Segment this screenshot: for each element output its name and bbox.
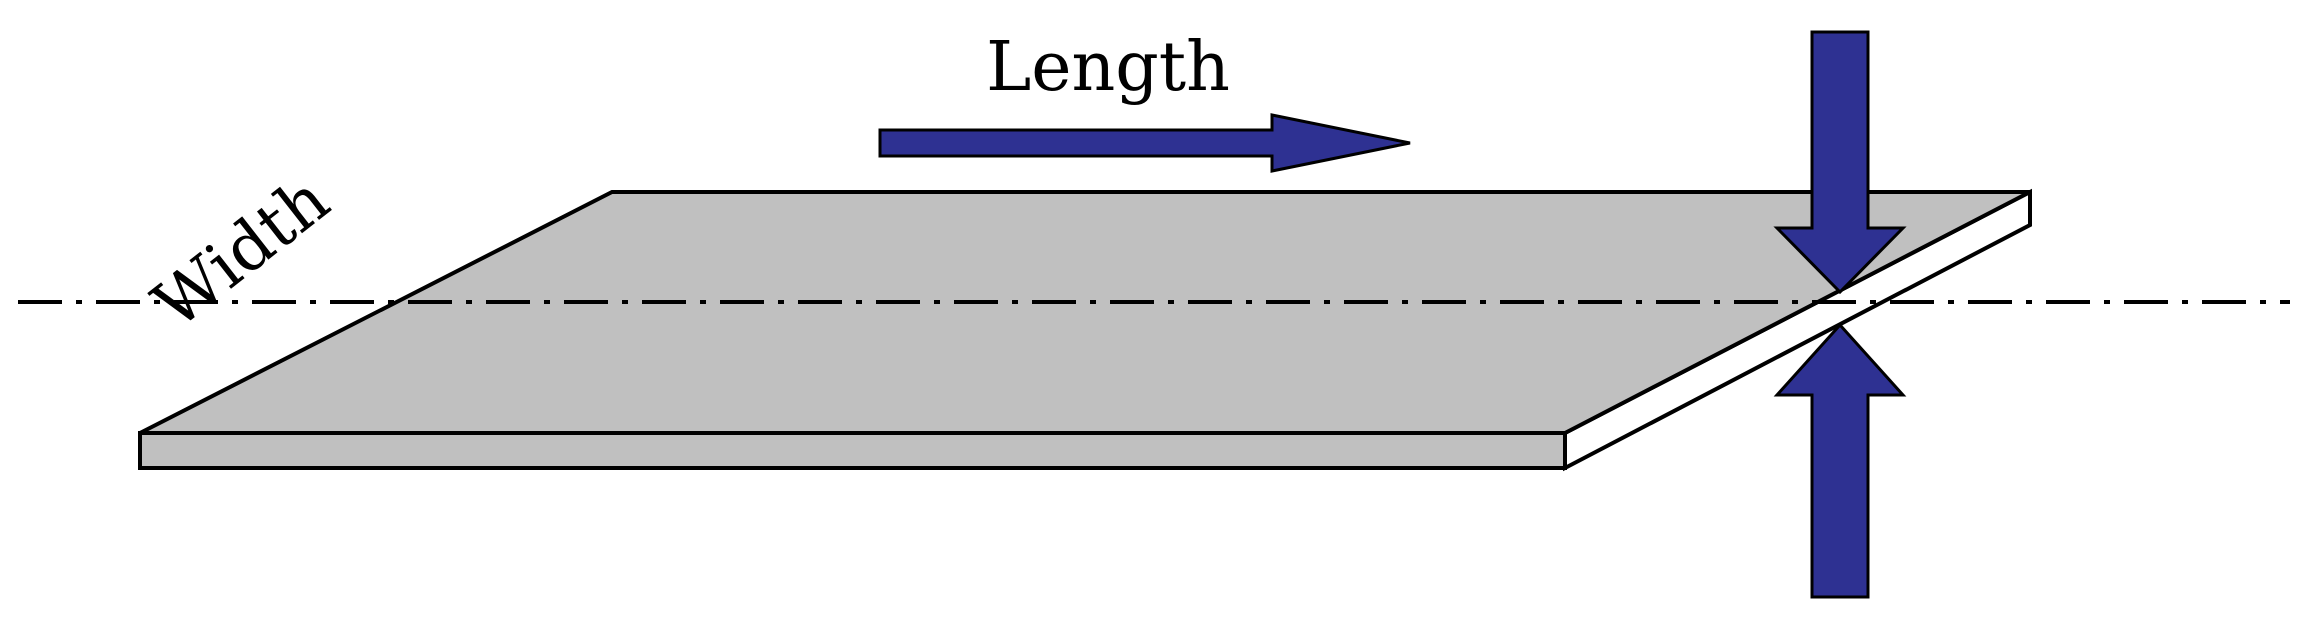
compression-arrow-up-icon xyxy=(1773,322,1907,599)
length-label: Length xyxy=(986,28,1230,107)
length-arrow-icon xyxy=(878,113,1411,173)
compression-arrow-down-icon xyxy=(1773,30,1907,295)
sheet-front-edge xyxy=(138,431,1567,470)
width-label: Width xyxy=(139,161,343,344)
sheet-top-face xyxy=(139,190,2031,435)
